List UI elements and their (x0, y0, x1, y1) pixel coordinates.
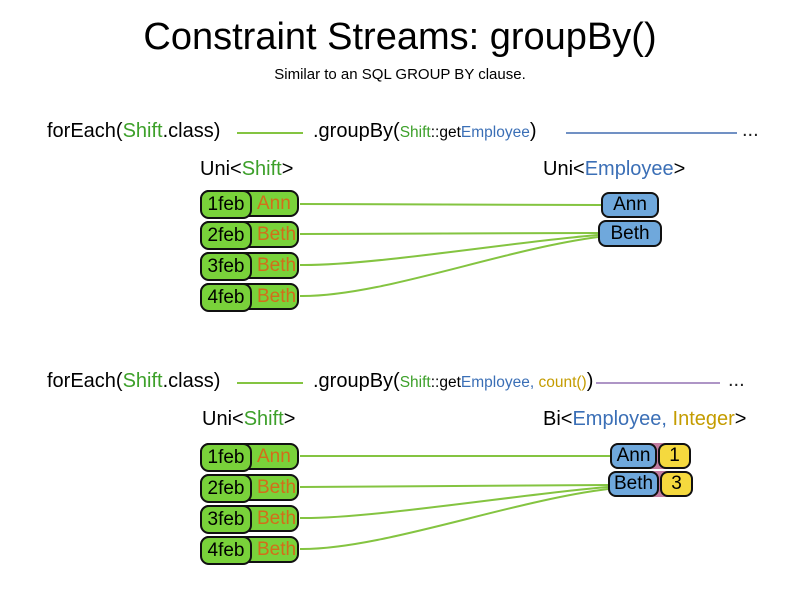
shift-employee: Beth (257, 224, 297, 245)
code2-foreach: forEach(Shift.class) (47, 370, 220, 393)
s1-source-pre: Uni< (200, 158, 242, 180)
shift-date: 1feb (200, 190, 252, 219)
connector-s2-row4-beth (299, 488, 609, 551)
s2-source-post: > (283, 408, 296, 430)
code1-arg-field: Employee (460, 124, 530, 141)
code1-call-post: .class) (162, 120, 221, 142)
pair-count: 3 (660, 471, 693, 497)
code1-call-type: Shift (122, 120, 163, 142)
s1-source-type-label: Uni<Shift> (200, 158, 293, 181)
code2-group-post: ) (586, 370, 594, 392)
s1-result-box-ann: Ann (601, 192, 659, 218)
s1-result-post: > (673, 158, 686, 180)
code1-ellipsis: ... (742, 119, 759, 141)
pair-employee: Beth (608, 471, 659, 497)
s2-result-pair-beth: Beth 3 (608, 471, 693, 497)
s1-source-type: Shift (241, 158, 282, 180)
shift-employee: Beth (257, 508, 297, 529)
shift-employee: Beth (257, 255, 297, 276)
code1-group-pre: .groupBy( (313, 120, 400, 142)
connector-s1-row4-beth (299, 236, 599, 298)
s2-shift-row-3: 3feb Beth (200, 505, 299, 534)
code2-call-post: .class) (162, 370, 221, 392)
s2-source-type-label: Uni<Shift> (202, 408, 295, 431)
s2-shift-row-4: 4feb Beth (200, 536, 299, 565)
s1-result-box-beth: Beth (598, 220, 662, 247)
code2-call-pre: forEach( (47, 370, 123, 392)
code1-arg-type: Shift (399, 124, 431, 141)
page-title: Constraint Streams: groupBy() (143, 16, 657, 58)
code2-call-type: Shift (122, 370, 163, 392)
code2-arg-comma: , (529, 374, 539, 391)
s1-result-type: Employee (584, 158, 674, 180)
s2-source-pre: Uni< (202, 408, 244, 430)
s2-result-post: > (734, 408, 747, 430)
shift-employee: Beth (257, 477, 297, 498)
shift-date: 1feb (200, 443, 252, 472)
s1-shift-row-1: 1feb Ann (200, 190, 299, 219)
s1-result-pre: Uni< (543, 158, 585, 180)
s1-shift-row-4: 4feb Beth (200, 283, 299, 312)
s2-result-type-label: Bi<Employee, Integer> (543, 408, 746, 431)
s2-result-pre: Bi< (543, 408, 573, 430)
page-subtitle: Similar to an SQL GROUP BY clause. (274, 66, 526, 83)
shift-date: 3feb (200, 505, 252, 534)
shift-employee: Beth (257, 539, 297, 560)
code2-arg-accessor: ::get (430, 374, 461, 391)
connector-s1-row2-beth (299, 232, 599, 235)
shift-date: 2feb (200, 474, 252, 503)
shift-employee: Beth (257, 286, 297, 307)
pair-employee: Ann (610, 443, 657, 469)
s1-result-type-label: Uni<Employee> (543, 158, 685, 181)
s2-shift-row-2: 2feb Beth (200, 474, 299, 503)
connector-s1-row1-ann (299, 203, 602, 206)
code2-arg-type: Shift (399, 374, 431, 391)
shift-date: 4feb (200, 283, 252, 312)
code1-foreach: forEach(Shift.class) (47, 120, 220, 143)
s1-source-post: > (281, 158, 294, 180)
code2-arg-field: Employee (460, 374, 530, 391)
code1-call-pre: forEach( (47, 120, 123, 142)
shift-date: 2feb (200, 221, 252, 250)
connector-s1-row3-beth (299, 234, 599, 267)
pair-count: 1 (658, 443, 691, 469)
code2-group-pre: .groupBy( (313, 370, 400, 392)
s2-result-type2: Integer (672, 408, 735, 430)
s2-shift-row-1: 1feb Ann (200, 443, 299, 472)
s2-result-type: Employee (572, 408, 662, 430)
s2-source-type: Shift (243, 408, 284, 430)
code2-groupby: .groupBy(Shift::getEmployee, count()) (313, 370, 593, 393)
shift-date: 3feb (200, 252, 252, 281)
connector-s2-row2-beth (299, 484, 609, 488)
s1-shift-row-2: 2feb Beth (200, 221, 299, 250)
code1-arg-accessor: ::get (430, 124, 461, 141)
code1-group-post: ) (529, 120, 537, 142)
s2-result-comma: , (661, 408, 673, 430)
code2-ellipsis: ... (728, 369, 745, 391)
code2-arg-count: count() (538, 374, 587, 391)
shift-employee: Ann (257, 446, 291, 467)
s1-shift-row-3: 3feb Beth (200, 252, 299, 281)
connector-s2-row3-beth (299, 486, 609, 520)
code1-groupby: .groupBy(Shift::getEmployee) (313, 120, 537, 143)
shift-date: 4feb (200, 536, 252, 565)
s2-result-pair-ann: Ann 1 (610, 443, 691, 469)
shift-employee: Ann (257, 193, 291, 214)
